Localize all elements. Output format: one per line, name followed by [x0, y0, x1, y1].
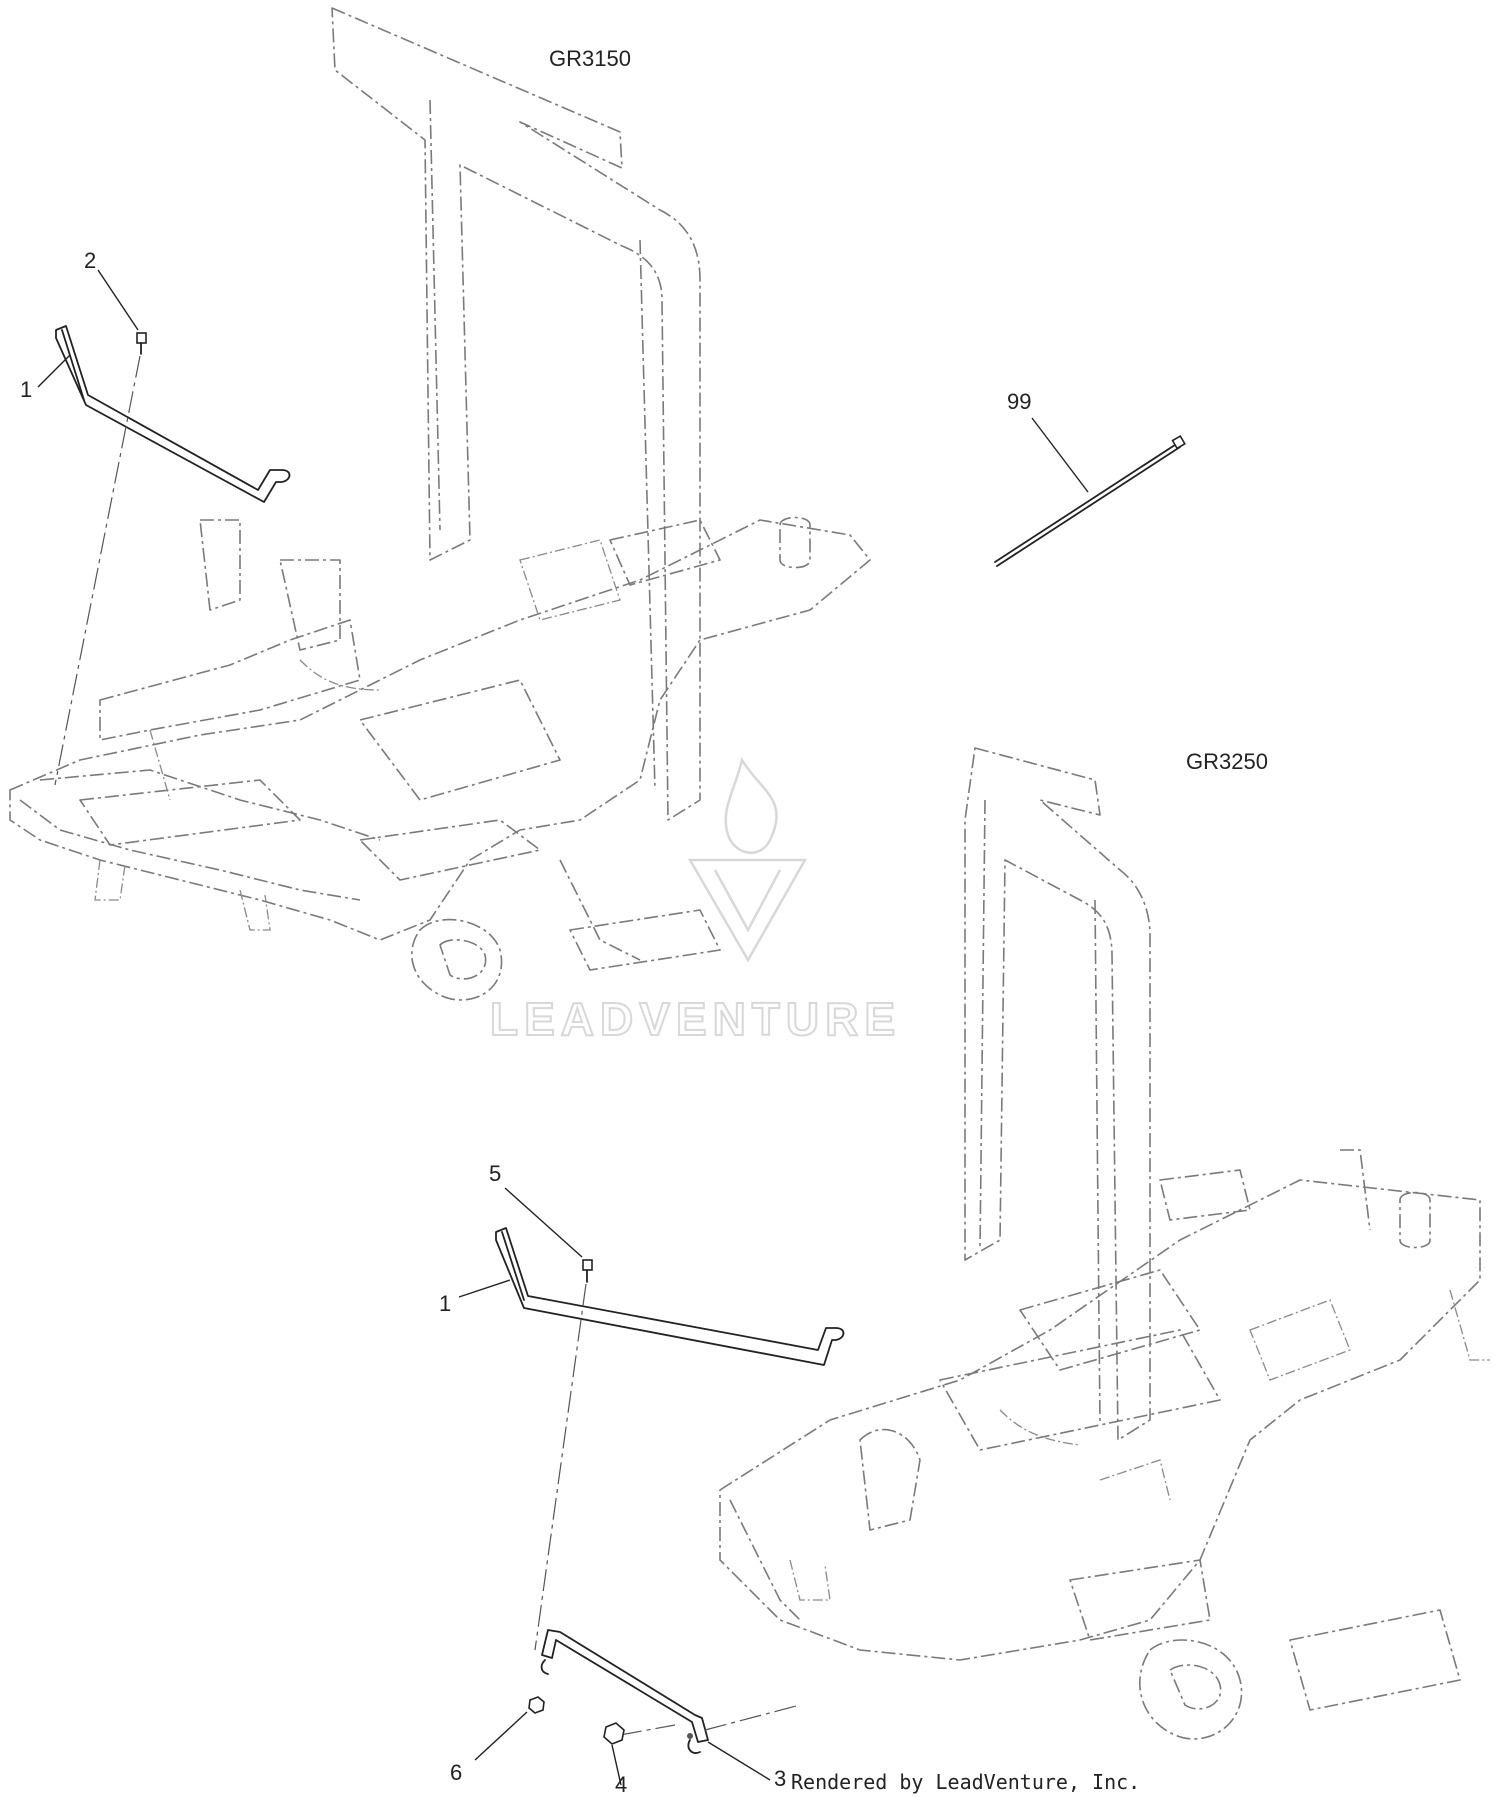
lower-phantom-line	[534, 1283, 587, 1651]
model-label-lower: GR3250	[1186, 749, 1268, 774]
lower-bracket-part	[495, 1227, 845, 1366]
lower-frame-ghost	[719, 747, 1490, 1740]
lower-screw-part	[582, 1259, 593, 1283]
leader-upper-1	[37, 354, 71, 388]
credit-text: Rendered by LeadVenture, Inc.	[791, 1770, 1140, 1794]
lower-nut-part	[528, 1696, 545, 1714]
leader-5	[504, 1187, 583, 1258]
leader-lower-1	[458, 1279, 511, 1298]
leader-6	[474, 1711, 528, 1761]
mount-phantom-line	[704, 1704, 801, 1731]
model-label-upper: GR3150	[549, 46, 631, 71]
lower-mount-bracket-part	[540, 1629, 709, 1754]
upper-bracket-part	[55, 325, 291, 503]
watermark-logo: LEADVENTURE	[489, 756, 901, 1046]
callout-99[interactable]: 99	[1007, 389, 1031, 414]
callout-3[interactable]: 3	[774, 1766, 786, 1791]
cable-tie-part	[994, 434, 1186, 567]
watermark-text: LEADVENTURE	[490, 993, 901, 1045]
leader-99	[1031, 417, 1089, 493]
nut-part	[603, 1722, 625, 1745]
leader-4	[611, 1744, 622, 1786]
callout-upper-1[interactable]: 1	[20, 377, 32, 402]
upper-phantom-line	[54, 355, 141, 786]
callout-4[interactable]: 4	[615, 1772, 627, 1797]
callout-6[interactable]: 6	[450, 1760, 462, 1785]
upper-screw-part	[136, 332, 147, 355]
upper-frame-ghost	[9, 7, 871, 1001]
callout-5[interactable]: 5	[489, 1161, 501, 1186]
leader-upper-2	[97, 269, 139, 331]
callout-lower-1[interactable]: 1	[439, 1291, 451, 1316]
nut-phantom-line	[619, 1724, 676, 1736]
callout-upper-2[interactable]: 2	[84, 248, 96, 273]
leader-3	[707, 1741, 771, 1781]
